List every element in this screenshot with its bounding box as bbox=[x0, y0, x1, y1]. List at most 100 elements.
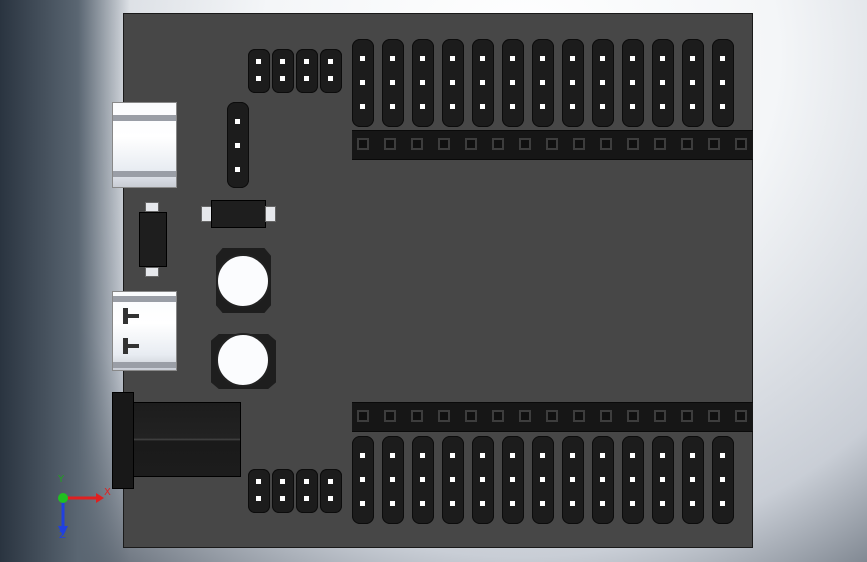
header-3row-top[interactable] bbox=[652, 39, 674, 127]
smd-component-horizontal[interactable] bbox=[211, 200, 266, 228]
header-pin bbox=[480, 477, 485, 482]
header-pin bbox=[360, 501, 365, 506]
usb-pin-slot bbox=[123, 314, 139, 318]
header-2row-bottom[interactable] bbox=[296, 469, 318, 513]
triad-y-label: Y bbox=[58, 474, 65, 485]
header-3row-top[interactable] bbox=[412, 39, 434, 127]
header-pin bbox=[540, 477, 545, 482]
header-3row-bottom[interactable] bbox=[442, 436, 464, 524]
header-pin bbox=[540, 104, 545, 109]
header-3row-top[interactable] bbox=[712, 39, 734, 127]
header-3row-top[interactable] bbox=[442, 39, 464, 127]
header-3row-top[interactable] bbox=[682, 39, 704, 127]
header-pin bbox=[304, 76, 309, 81]
usb-connector-top[interactable] bbox=[112, 102, 177, 188]
header-3row-bottom[interactable] bbox=[712, 436, 734, 524]
header-pin bbox=[328, 496, 333, 501]
header-3row-top[interactable] bbox=[622, 39, 644, 127]
header-pin bbox=[540, 80, 545, 85]
header-pin bbox=[630, 80, 635, 85]
socket-hole bbox=[681, 410, 693, 422]
header-pin bbox=[690, 453, 695, 458]
socket-hole bbox=[519, 138, 531, 150]
socket-hole bbox=[357, 410, 369, 422]
socket-hole bbox=[681, 138, 693, 150]
header-pin bbox=[450, 453, 455, 458]
header-pin bbox=[720, 477, 725, 482]
socket-strip-bottom[interactable] bbox=[352, 402, 753, 432]
triad-x-label: X bbox=[104, 487, 111, 498]
header-pin bbox=[390, 477, 395, 482]
socket-hole bbox=[438, 138, 450, 150]
socket-hole bbox=[735, 410, 747, 422]
viewport-background bbox=[0, 0, 130, 562]
header-3row-top[interactable] bbox=[352, 39, 374, 127]
header-3row-top[interactable] bbox=[382, 39, 404, 127]
header-3row-bottom[interactable] bbox=[562, 436, 584, 524]
socket-hole bbox=[708, 138, 720, 150]
header-pin bbox=[450, 56, 455, 61]
header-3row-bottom[interactable] bbox=[412, 436, 434, 524]
socket-hole bbox=[357, 138, 369, 150]
socket-hole bbox=[438, 410, 450, 422]
header-2row-top[interactable] bbox=[320, 49, 342, 93]
header-pin bbox=[360, 56, 365, 61]
header-2row-top[interactable] bbox=[272, 49, 294, 93]
header-pin bbox=[420, 56, 425, 61]
socket-hole bbox=[627, 138, 639, 150]
socket-hole bbox=[384, 138, 396, 150]
header-3row-top[interactable] bbox=[472, 39, 494, 127]
header-pin bbox=[328, 76, 333, 81]
header-3row-bottom[interactable] bbox=[532, 436, 554, 524]
header-pin bbox=[510, 56, 515, 61]
header-3row-top[interactable] bbox=[562, 39, 584, 127]
header-3pin-vertical[interactable] bbox=[227, 102, 249, 188]
header-pin bbox=[420, 104, 425, 109]
header-3row-bottom[interactable] bbox=[382, 436, 404, 524]
socket-hole bbox=[492, 410, 504, 422]
header-3row-top[interactable] bbox=[592, 39, 614, 127]
header-pin bbox=[600, 477, 605, 482]
header-3row-bottom[interactable] bbox=[502, 436, 524, 524]
header-pin bbox=[660, 80, 665, 85]
header-3row-bottom[interactable] bbox=[622, 436, 644, 524]
smd-component-vertical[interactable] bbox=[139, 212, 167, 267]
header-pin bbox=[540, 453, 545, 458]
header-3row-bottom[interactable] bbox=[352, 436, 374, 524]
header-pin bbox=[660, 104, 665, 109]
header-pin bbox=[390, 501, 395, 506]
header-3row-top[interactable] bbox=[502, 39, 524, 127]
dc-barrel-jack-body[interactable] bbox=[131, 402, 241, 477]
header-pin bbox=[720, 501, 725, 506]
header-pin bbox=[510, 80, 515, 85]
socket-hole bbox=[465, 138, 477, 150]
header-pin bbox=[600, 104, 605, 109]
usb-connector-bottom[interactable] bbox=[112, 291, 177, 371]
socket-hole bbox=[600, 410, 612, 422]
header-3row-bottom[interactable] bbox=[682, 436, 704, 524]
header-2row-top[interactable] bbox=[248, 49, 270, 93]
header-pin bbox=[235, 167, 240, 172]
triad-z-label: Z bbox=[59, 530, 66, 541]
header-2row-top[interactable] bbox=[296, 49, 318, 93]
header-2row-bottom[interactable] bbox=[272, 469, 294, 513]
header-pin bbox=[304, 496, 309, 501]
header-pin bbox=[390, 453, 395, 458]
header-3row-bottom[interactable] bbox=[472, 436, 494, 524]
header-3row-bottom[interactable] bbox=[652, 436, 674, 524]
header-3row-bottom[interactable] bbox=[592, 436, 614, 524]
push-button-bottom-cap[interactable] bbox=[216, 333, 270, 387]
header-3row-top[interactable] bbox=[532, 39, 554, 127]
socket-hole bbox=[519, 410, 531, 422]
header-pin bbox=[570, 453, 575, 458]
header-pin bbox=[480, 56, 485, 61]
header-pin bbox=[630, 477, 635, 482]
header-2row-bottom[interactable] bbox=[248, 469, 270, 513]
header-pin bbox=[328, 59, 333, 64]
dc-barrel-jack-front[interactable] bbox=[112, 392, 134, 489]
header-pin bbox=[420, 80, 425, 85]
header-2row-bottom[interactable] bbox=[320, 469, 342, 513]
header-pin bbox=[690, 104, 695, 109]
push-button-top-cap[interactable] bbox=[216, 254, 270, 308]
socket-strip-top[interactable] bbox=[352, 130, 753, 160]
